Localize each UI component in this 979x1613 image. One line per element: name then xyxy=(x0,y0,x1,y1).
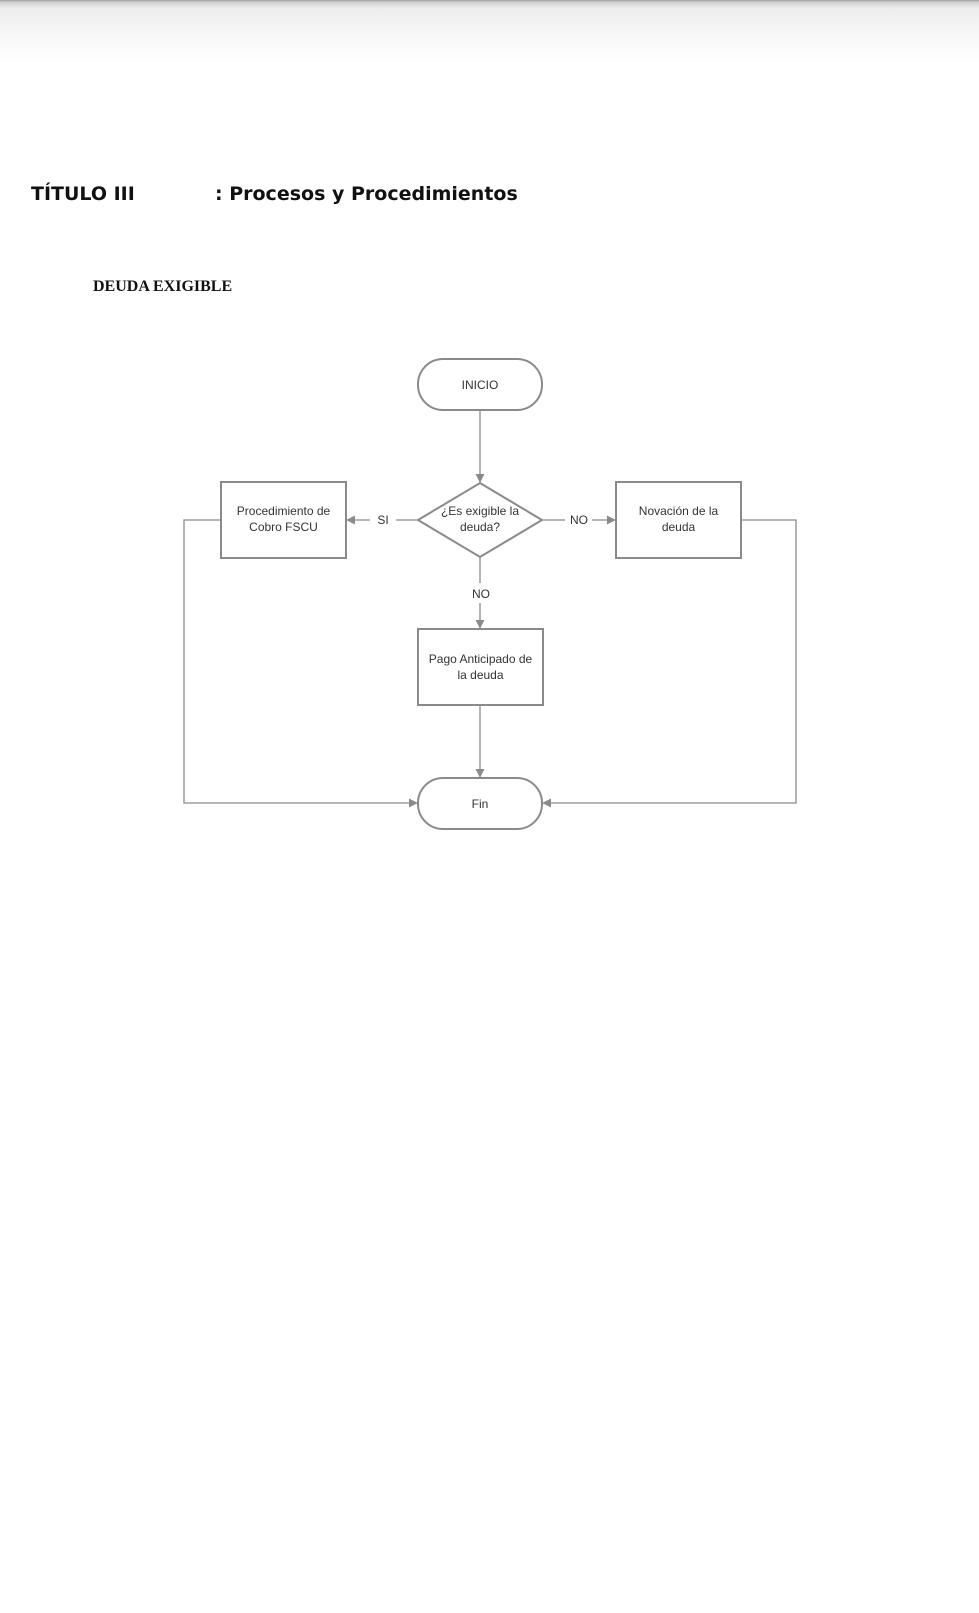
cobro-label-line2: Cobro FSCU xyxy=(249,520,318,534)
title-text: : Procesos y Procedimientos xyxy=(215,183,518,205)
novacion-label-line2: deuda xyxy=(662,520,696,534)
novacion-label-line1: Novación de la xyxy=(639,504,719,518)
edge-cobro-fin xyxy=(183,519,418,808)
decision-node: ¿Es exigible la deuda? xyxy=(416,481,544,559)
decision-label-line1: ¿Es exigible la xyxy=(441,504,519,518)
end-node: Fin xyxy=(417,777,543,830)
end-node-label: Fin xyxy=(472,797,489,811)
cobro-process-node: Procedimiento de Cobro FSCU xyxy=(220,481,347,559)
edge-label-no-right: NO xyxy=(570,513,588,527)
novacion-process-node: Novación de la deuda xyxy=(615,481,742,559)
pago-label-line2: la deuda xyxy=(457,668,503,682)
cobro-label-line1: Procedimiento de xyxy=(237,504,331,518)
start-node: INICIO xyxy=(417,358,543,411)
start-node-label: INICIO xyxy=(462,378,499,392)
edge-label-si: SI xyxy=(377,513,388,527)
decision-label-line2: deuda? xyxy=(460,520,500,534)
pago-label-line1: Pago Anticipado de xyxy=(429,652,533,666)
pago-process-node: Pago Anticipado de la deuda xyxy=(417,628,544,706)
edge-label-no-down: NO xyxy=(472,587,490,601)
title-number: TÍTULO III xyxy=(31,183,135,205)
section-title: DEUDA EXIGIBLE xyxy=(93,278,233,295)
edge-novacion-fin xyxy=(542,519,797,808)
scan-shadow xyxy=(0,0,979,64)
